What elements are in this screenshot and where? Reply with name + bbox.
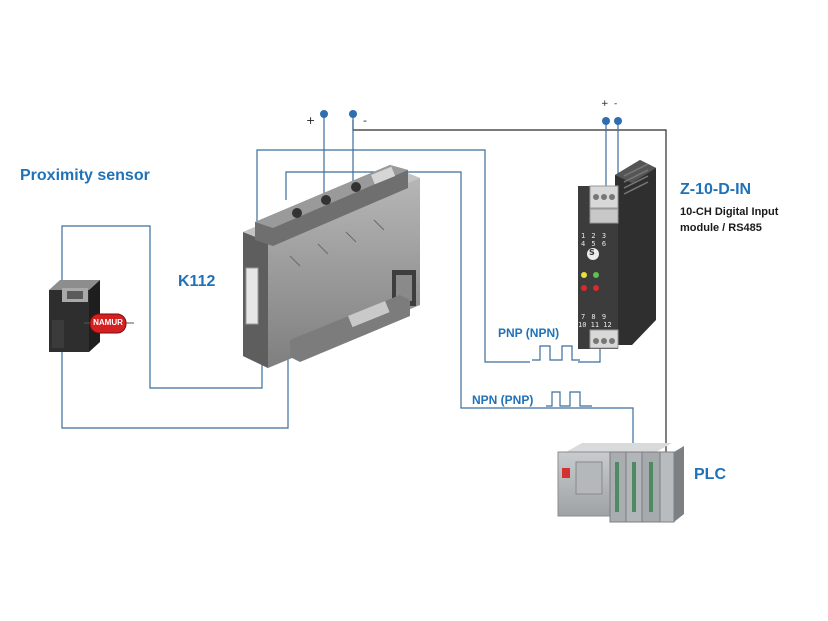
k112-minus-terminal-dot (349, 110, 357, 118)
z10-terminal-numbers-bottom-2: 10 11 12 (578, 321, 612, 329)
z10-din-module-device (578, 160, 656, 349)
z10-description-line1: 10-CH Digital Input (680, 206, 779, 218)
k112-minus-sign: - (363, 114, 367, 127)
npn-pnp-label: NPN (PNP) (472, 393, 534, 407)
z10-led-green (593, 272, 599, 278)
z10-led-yellow (581, 272, 587, 278)
plc-rack-device (557, 443, 684, 523)
namur-badge (84, 313, 134, 334)
z10-plus-terminal-dot (602, 117, 610, 125)
z10-description-line2: module / RS485 (680, 222, 762, 234)
pnp-pulse-waveform-icon (532, 345, 580, 361)
z10-plus-sign: + (601, 99, 609, 109)
k112-isolator-device (243, 165, 420, 368)
z10-minus-terminal-dot (614, 117, 622, 125)
z10-logo-glyph: S (589, 248, 595, 257)
proximity-sensor-device (49, 280, 100, 352)
z10-input-wire (578, 345, 601, 363)
k112-to-plc-wire (285, 171, 634, 447)
k112-label: K112 (178, 273, 216, 290)
z10-terminal-numbers-bottom-1: 7 8 9 (581, 313, 608, 321)
z10-terminal-numbers-top-2: 4 5 6 (581, 240, 608, 248)
k112-to-z10-wire-outer (256, 149, 530, 363)
npn-pulse-waveform-icon (546, 391, 592, 407)
plc-label: PLC (694, 466, 726, 483)
proximity-sensor-label: Proximity sensor (20, 167, 150, 184)
z10-title-label: Z-10-D-IN (680, 181, 752, 198)
z10-led-red-1 (581, 285, 587, 291)
k112-plus-sign: + (306, 114, 316, 127)
z10-terminal-numbers-top-1: 1 2 3 (581, 232, 608, 240)
z10-minus-sign: - (614, 99, 618, 109)
pnp-npn-label: PNP (NPN) (498, 326, 560, 340)
k112-plus-terminal-dot (320, 110, 328, 118)
supply-terminals (320, 110, 622, 125)
namur-label: NAMUR (93, 318, 123, 327)
z10-led-red-2 (593, 285, 599, 291)
z10-logo-icon (587, 248, 599, 260)
